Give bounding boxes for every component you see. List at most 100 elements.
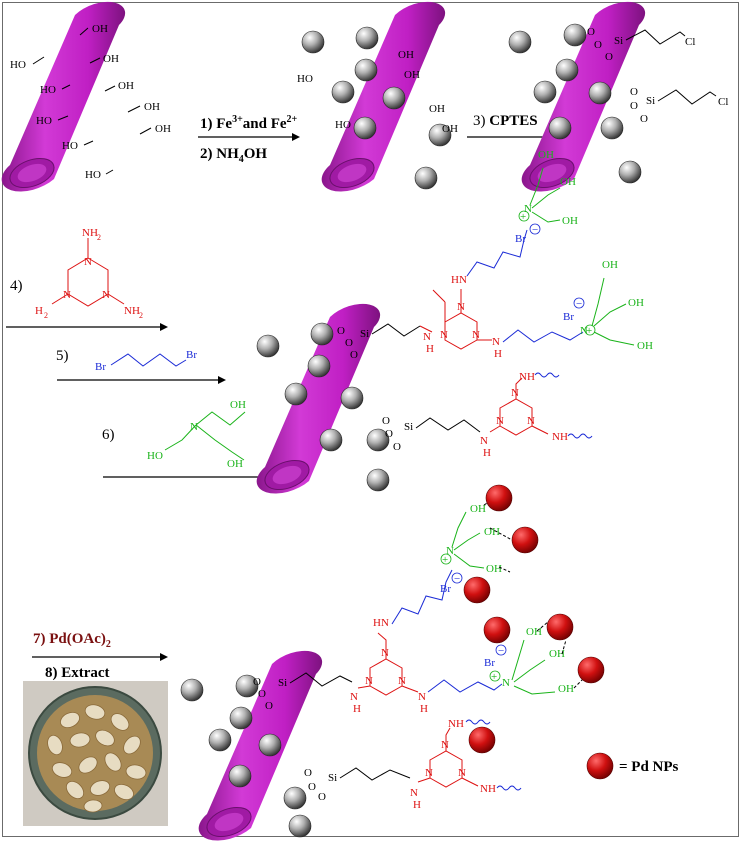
svg-text:O: O [345, 337, 353, 349]
svg-text:OH: OH [486, 563, 502, 575]
svg-text:O: O [253, 676, 261, 688]
svg-text:O: O [594, 39, 602, 51]
svg-text:OH: OH [558, 683, 574, 695]
svg-text:OH: OH [103, 53, 119, 65]
svg-text:OH: OH [92, 23, 108, 35]
step-4-label: 4) [10, 278, 23, 294]
grafted-chain-pd-lower: O O O Si NH N N N NH NH [304, 718, 522, 811]
step-8-label: 8) Extract [45, 665, 110, 681]
svg-text:N: N [425, 767, 433, 779]
svg-text:O: O [337, 325, 345, 337]
svg-text:+: + [586, 325, 592, 337]
svg-text:NH: NH [124, 305, 140, 317]
svg-text:O: O [318, 791, 326, 803]
svg-text:O: O [630, 100, 638, 112]
svg-text:N: N [381, 647, 389, 659]
svg-text:N: N [365, 675, 373, 687]
svg-text:N: N [580, 325, 588, 337]
svg-text:OH: OH [404, 69, 420, 81]
svg-text:Si: Si [646, 95, 655, 107]
svg-text:H: H [483, 447, 491, 459]
grafted-chain-pd-upper: O O O Si NH N N N HN NH N N OH OH OH OH … [253, 499, 591, 715]
svg-text:Br: Br [186, 349, 197, 361]
svg-text:−: − [498, 645, 504, 657]
svg-text:OH: OH [470, 503, 486, 515]
svg-text:Si: Si [404, 421, 413, 433]
svg-text:HO: HO [36, 115, 52, 127]
svg-text:H: H [413, 799, 421, 811]
svg-text:Br: Br [563, 311, 574, 323]
grafted-chain-lower: O O O Si NH N N N NH NH [382, 371, 593, 459]
svg-text:NH: NH [519, 371, 535, 383]
svg-text:HN: HN [373, 617, 389, 629]
svg-text:OH: OH [538, 149, 554, 161]
svg-text:HO: HO [40, 84, 56, 96]
step-1-label: 1) Fe3+and Fe2+ [200, 114, 298, 132]
svg-text:OH: OH [549, 648, 565, 660]
nanotube-5 [180, 650, 323, 841]
pd-legend-icon [586, 752, 614, 780]
nanotube-2 [301, 1, 452, 194]
svg-text:N: N [458, 767, 466, 779]
svg-text:OH: OH [429, 103, 445, 115]
svg-text:O: O [382, 415, 390, 427]
svg-text:Cl: Cl [685, 36, 695, 48]
svg-text:Br: Br [515, 233, 526, 245]
svg-text:NH: NH [82, 227, 98, 239]
svg-text:O: O [304, 767, 312, 779]
step-6-label: 6) [102, 427, 115, 443]
svg-text:−: − [532, 224, 538, 236]
svg-text:HO: HO [62, 140, 78, 152]
svg-text:NH: NH [552, 431, 568, 443]
legend: = Pd NPs [586, 752, 679, 780]
triethanolamine-reagent: N OH HO OH [147, 399, 246, 470]
svg-text:+: + [491, 671, 497, 683]
plant-extract-photo [23, 681, 168, 826]
svg-text:N: N [350, 691, 358, 703]
svg-text:Si: Si [614, 35, 623, 47]
svg-text:O: O [258, 688, 266, 700]
svg-text:N: N [398, 675, 406, 687]
svg-text:OH: OH [637, 340, 653, 352]
dibromobutane-reagent: Br Br [95, 349, 197, 373]
svg-text:N: N [502, 677, 510, 689]
svg-text:OH: OH [442, 123, 458, 135]
svg-text:H: H [494, 348, 502, 360]
svg-text:N: N [440, 329, 448, 341]
svg-text:Br: Br [484, 657, 495, 669]
svg-text:N: N [190, 421, 198, 433]
svg-text:N: N [63, 289, 71, 301]
svg-text:N: N [480, 435, 488, 447]
step-2-label: 2) NH4OH [200, 146, 267, 165]
svg-text:OH: OH [118, 80, 134, 92]
svg-text:N: N [102, 289, 110, 301]
chloropropyl-silane: O O O Si Cl O O O Si Cl [587, 26, 728, 125]
svg-text:OH: OH [628, 297, 644, 309]
svg-text:O: O [605, 51, 613, 63]
svg-text:HO: HO [85, 169, 101, 181]
svg-text:Si: Si [360, 328, 369, 340]
svg-text:N: N [418, 691, 426, 703]
svg-text:Cl: Cl [718, 96, 728, 108]
svg-text:−: − [454, 573, 460, 585]
svg-text:HO: HO [10, 59, 26, 71]
hydroxyl-groups-1: OH HO OH OH HO OH HO OH HO HO [10, 23, 171, 181]
svg-text:H: H [426, 343, 434, 355]
svg-text:HN: HN [451, 274, 467, 286]
svg-text:O: O [640, 113, 648, 125]
svg-text:Br: Br [95, 361, 106, 373]
svg-text:OH: OH [484, 526, 500, 538]
svg-text:Si: Si [328, 772, 337, 784]
svg-text:O: O [350, 349, 358, 361]
svg-text:HO: HO [297, 73, 313, 85]
svg-text:OH: OH [144, 101, 160, 113]
svg-text:+: + [442, 554, 448, 566]
svg-text:NH: NH [480, 783, 496, 795]
svg-text:N: N [496, 415, 504, 427]
svg-text:N: N [441, 739, 449, 751]
svg-text:O: O [308, 781, 316, 793]
svg-text:OH: OH [227, 458, 243, 470]
svg-text:N: N [472, 329, 480, 341]
svg-text:N: N [527, 415, 535, 427]
step-7-label: 7) Pd(OAc)2 [33, 631, 111, 650]
